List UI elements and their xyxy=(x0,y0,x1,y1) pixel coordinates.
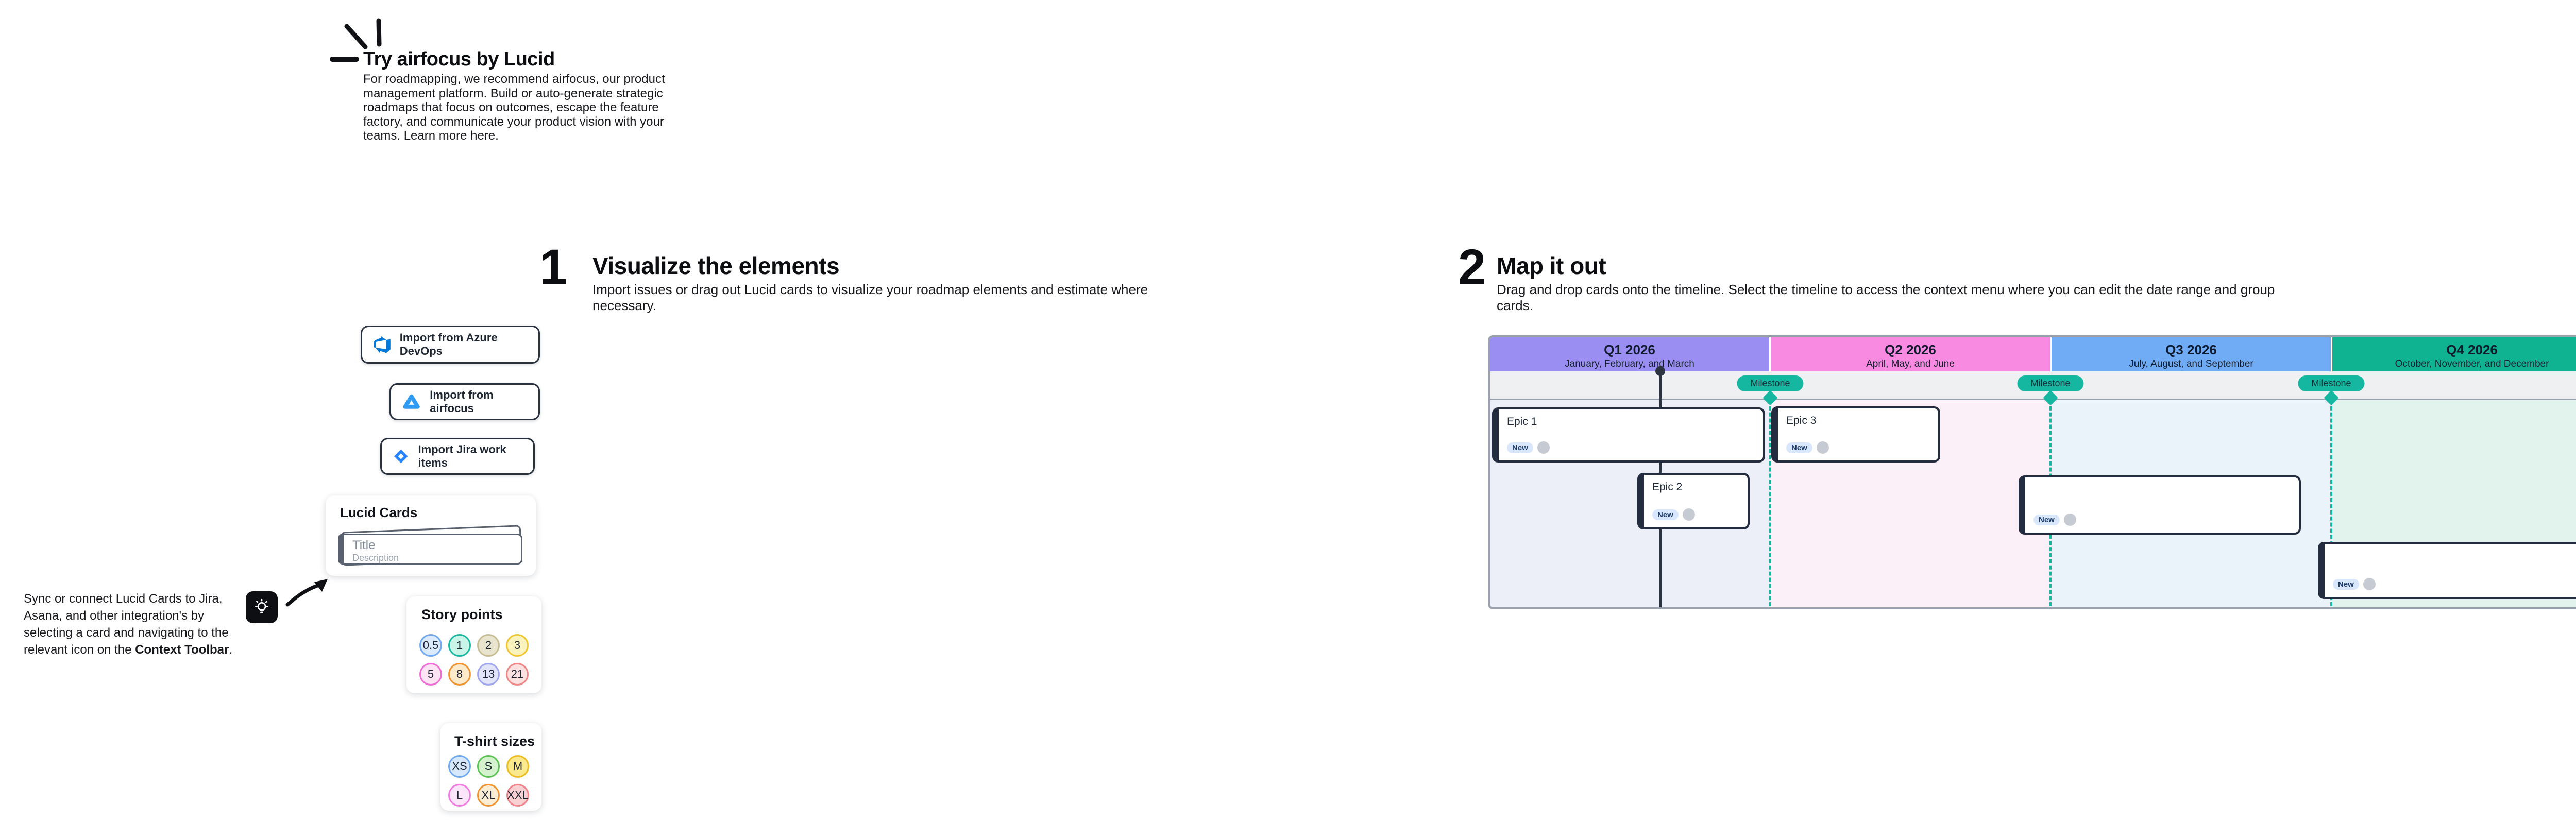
story-point-0.5[interactable]: 0.5 xyxy=(419,634,442,657)
promo-body-text: For roadmapping, we recommend airfocus, … xyxy=(363,72,665,143)
story-point-2[interactable]: 2 xyxy=(477,634,500,657)
section-2-title: Map it out xyxy=(1497,252,1606,279)
timeline-header: Q1 2026 January, February, and March Q2 … xyxy=(1490,337,2576,371)
milestone-3-pill[interactable]: Milestone xyxy=(2298,375,2365,391)
epic-4-status-badge[interactable]: New xyxy=(2033,514,2060,525)
milestone-1-line xyxy=(1769,400,1771,606)
azure-devops-icon xyxy=(374,336,391,353)
epic-3-assignee-avatar[interactable] xyxy=(1816,441,1829,454)
section-1-title: Visualize the elements xyxy=(592,252,840,279)
epic-4-card[interactable]: New xyxy=(2019,475,2301,535)
emphasis-strokes-icon xyxy=(344,18,382,49)
story-points-title: Story points xyxy=(421,607,503,622)
import-airfocus-label: Import from airfocus xyxy=(430,388,494,415)
story-point-8[interactable]: 8 xyxy=(448,663,471,686)
q3-header[interactable]: Q3 2026 July, August, and September xyxy=(2052,337,2332,371)
story-point-5[interactable]: 5 xyxy=(419,663,442,686)
tshirt-sizes-title: T-shirt sizes xyxy=(454,733,535,749)
q4-header[interactable]: Q4 2026 October, November, and December xyxy=(2332,337,2576,371)
sample-card[interactable]: Title Description xyxy=(338,534,522,565)
import-jira-button[interactable]: Import Jira work items xyxy=(380,438,535,475)
epic-3-title: Epic 3 xyxy=(1786,415,1817,426)
roadmap-timeline[interactable]: Q1 2026 January, February, and March Q2 … xyxy=(1488,335,2576,609)
epic-2-title: Epic 2 xyxy=(1652,481,1683,493)
context-toolbar-emphasis: Context Toolbar xyxy=(135,643,229,657)
section-2-number: 2 xyxy=(1458,239,1486,295)
epic-2-status-badge[interactable]: New xyxy=(1652,509,1679,520)
import-airfocus-button[interactable]: Import from airfocus xyxy=(389,383,540,420)
lightbulb-icon xyxy=(246,591,278,623)
story-points-panel: Story points 0.5 1 2 3 5 8 13 21 xyxy=(406,596,541,693)
lucid-cards-title: Lucid Cards xyxy=(340,505,418,520)
tshirt-xl[interactable]: XL xyxy=(477,784,500,807)
q1-title: Q1 2026 xyxy=(1604,342,1655,357)
promo-title: Try airfocus by Lucid xyxy=(363,48,555,70)
import-azure-devops-button[interactable]: Import from Azure DevOps xyxy=(361,326,540,364)
q2-header[interactable]: Q2 2026 April, May, and June xyxy=(1771,337,2052,371)
dash-icon xyxy=(330,57,359,62)
section-1-subtitle: Import issues or drag out Lucid cards to… xyxy=(592,282,1148,313)
curved-arrow-icon xyxy=(285,579,328,607)
sync-note-period: . xyxy=(229,643,233,657)
airfocus-icon xyxy=(403,394,420,409)
epic-2-card[interactable]: Epic 2 New xyxy=(1637,473,1750,529)
epic-2-assignee-avatar[interactable] xyxy=(1682,508,1695,521)
epic-1-status-badge[interactable]: New xyxy=(1507,442,1533,453)
lucid-cards-panel: Lucid Cards Title Description xyxy=(326,495,536,576)
sample-card-description-placeholder: Description xyxy=(352,553,399,563)
sample-card-title-placeholder: Title xyxy=(352,538,376,552)
tshirt-m[interactable]: M xyxy=(506,755,529,778)
q2-subtitle: April, May, and June xyxy=(1866,358,1955,369)
q2-title: Q2 2026 xyxy=(1885,342,1936,357)
epic-3-status-badge[interactable]: New xyxy=(1786,442,1812,453)
story-point-21[interactable]: 21 xyxy=(506,663,529,686)
tshirt-xs[interactable]: XS xyxy=(448,755,471,778)
q4-title: Q4 2026 xyxy=(2446,342,2498,357)
sync-note-text: Sync or connect Lucid Cards to Jira, Asa… xyxy=(24,592,229,657)
jira-icon xyxy=(394,449,408,464)
epic-5-assignee-avatar[interactable] xyxy=(2363,578,2376,590)
tshirt-l[interactable]: L xyxy=(448,784,471,807)
q3-title: Q3 2026 xyxy=(2165,342,2217,357)
section-2-subtitle: Drag and drop cards onto the timeline. S… xyxy=(1497,282,2275,313)
epic-1-card[interactable]: Epic 1 New xyxy=(1492,407,1765,463)
epic-1-assignee-avatar[interactable] xyxy=(1537,441,1550,454)
story-point-13[interactable]: 13 xyxy=(477,663,500,686)
q3-subtitle: July, August, and September xyxy=(2129,358,2253,369)
learn-more-link[interactable]: Learn more here. xyxy=(403,129,499,143)
tshirt-s[interactable]: S xyxy=(477,755,500,778)
q4-subtitle: October, November, and December xyxy=(2395,358,2549,369)
promo-body: For roadmapping, we recommend airfocus, … xyxy=(363,72,667,143)
import-azure-devops-label: Import from Azure DevOps xyxy=(399,331,498,357)
epic-3-card[interactable]: Epic 3 New xyxy=(1771,406,1940,463)
milestone-3-line xyxy=(2330,400,2332,606)
import-jira-label: Import Jira work items xyxy=(418,443,506,469)
sync-note: Sync or connect Lucid Cards to Jira, Asa… xyxy=(24,590,240,658)
story-point-1[interactable]: 1 xyxy=(448,634,471,657)
tshirt-sizes-panel: T-shirt sizes XS S M L XL XXL xyxy=(440,723,541,811)
epic-5-card[interactable]: New xyxy=(2318,542,2576,599)
story-point-3[interactable]: 3 xyxy=(506,634,529,657)
epic-4-assignee-avatar[interactable] xyxy=(2063,514,2076,526)
q1-subtitle: January, February, and March xyxy=(1565,358,1694,369)
epic-1-title: Epic 1 xyxy=(1507,416,1537,427)
q1-header[interactable]: Q1 2026 January, February, and March xyxy=(1490,337,1771,371)
epic-5-status-badge[interactable]: New xyxy=(2333,578,2359,590)
tshirt-xxl[interactable]: XXL xyxy=(506,784,529,807)
milestone-2-pill[interactable]: Milestone xyxy=(2017,375,2084,391)
milestone-1-pill[interactable]: Milestone xyxy=(1737,375,1804,391)
today-marker-dot xyxy=(1655,366,1665,376)
section-1-number: 1 xyxy=(539,239,567,295)
